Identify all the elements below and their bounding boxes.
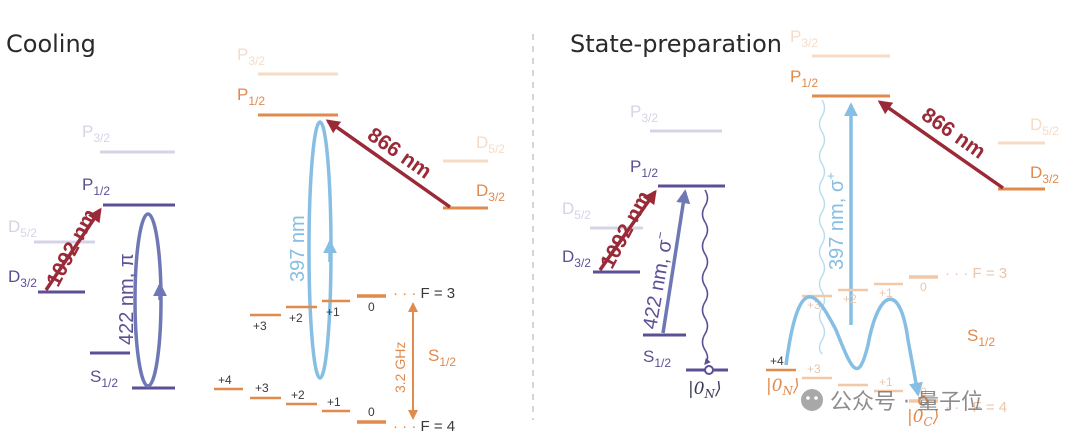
label-s12: S1/2 (90, 367, 118, 390)
f4-mf-0: 0 (368, 405, 375, 419)
wechat-icon (801, 389, 823, 411)
prep-state-0n-marker (704, 365, 714, 375)
f4-mf-p4: +4 (218, 373, 232, 387)
f3-label: · · · F = 3 (393, 285, 455, 302)
prep-label-397-sigma: 397 nm, σ+ (823, 172, 848, 270)
prep-f3-mf-p2: +2 (843, 292, 857, 306)
prep-label-p32-faint: P3/2 (630, 102, 658, 125)
prep-label-d52-faint-r: D5/2 (1030, 115, 1059, 138)
label-d52-faint-r: D5/2 (476, 133, 505, 156)
f3-mf-p2: +2 (289, 311, 303, 325)
prep-f4-mf-p1: +1 (879, 375, 893, 389)
prep-f3-mf-0: 0 (920, 280, 927, 294)
state-prep-title: State-preparation (570, 30, 782, 58)
loop-422-pi (133, 212, 163, 388)
prep-left-levels: P3/2 P1/2 D5/2 D3/2 S1/2 1092 nm 422 nm,… (562, 102, 728, 401)
prep-decay-wavy (701, 189, 711, 365)
prep-f3-label: · · · F = 3 (945, 265, 1007, 282)
prep-label-d52-faint: D5/2 (562, 199, 591, 222)
prep-f3-mf-p1: +1 (879, 286, 893, 300)
label-1092: 1092 nm (42, 205, 102, 290)
watermark: 公众号 · 量子位 (801, 389, 983, 415)
wechat-icon-eye-right (814, 396, 818, 400)
prep-arrow-866 (877, 100, 1005, 190)
prep-pumping-path (784, 295, 923, 397)
f3-mf-p1: +1 (326, 305, 340, 319)
watermark-text: 公众号 · 量子位 (830, 390, 983, 415)
prep-arrow-1092 (598, 189, 657, 272)
prep-label-d32: D3/2 (562, 247, 591, 270)
arrow-866 (325, 119, 452, 209)
loop-397 (307, 120, 333, 380)
prep-right-levels: P3/2 P1/2 D5/2 D3/2 866 nm 397 nm, σ+ +3… (766, 27, 1059, 429)
label-p12-r: P1/2 (237, 85, 265, 108)
prep-f4-mf-p4: +4 (770, 354, 784, 368)
prep-ket-0n-right: |0N⟩ (766, 376, 800, 398)
prep-f4-mf-0: 0 (920, 385, 927, 399)
label-397: 397 nm (287, 215, 309, 282)
prep-f4-mf-p3: +3 (807, 362, 821, 376)
prep-label-d32-r: D3/2 (1030, 163, 1059, 186)
prep-label-s12: S1/2 (643, 347, 671, 370)
prep-state-0c-marker (918, 396, 928, 406)
f4-label: · · · F = 4 (393, 418, 455, 435)
prep-label-p32-faint-r: P3/2 (790, 27, 818, 50)
prep-label-s12-r: S1/2 (967, 326, 995, 349)
prep-label-p12-r: P1/2 (790, 67, 818, 90)
label-d32: D3/2 (8, 267, 37, 290)
label-422-pi: 422 nm, π (116, 253, 138, 345)
prep-arrow-422-sigma (661, 189, 691, 334)
cooling-right-levels: P3/2 P1/2 D5/2 D3/2 866 nm 397 nm +3 +2 … (214, 45, 505, 435)
wechat-icon-eye-left (806, 396, 810, 400)
f3-mf-p3: +3 (253, 319, 267, 333)
prep-ket-0n: |0N⟩ (688, 379, 722, 401)
f4-mf-p3: +3 (255, 381, 269, 395)
label-s12-r: S1/2 (428, 346, 456, 369)
f3-mf-0: 0 (368, 300, 375, 314)
prep-ket-0c: |0C⟩ (907, 407, 939, 429)
arrow-1092 (44, 207, 102, 291)
label-p12: P1/2 (82, 175, 110, 198)
splitting-label: 3.2 GHz (392, 342, 408, 393)
prep-decay-wavy-faint (818, 99, 826, 355)
f4-mf-p2: +2 (291, 388, 305, 402)
prep-f4-label: · · · F = 4 (945, 399, 1007, 416)
f4-mf-p1: +1 (327, 395, 341, 409)
label-d32-r: D3/2 (476, 181, 505, 204)
prep-label-p12: P1/2 (630, 157, 658, 180)
cooling-left-levels: P3/2 P1/2 D5/2 D3/2 S1/2 1092 nm 422 nm,… (8, 122, 175, 390)
label-d52-faint: D5/2 (8, 217, 37, 240)
prep-label-1092: 1092 nm (596, 187, 656, 272)
cooling-title: Cooling (6, 30, 96, 58)
label-p32-faint: P3/2 (82, 122, 110, 145)
label-p32-faint-r: P3/2 (237, 45, 265, 68)
